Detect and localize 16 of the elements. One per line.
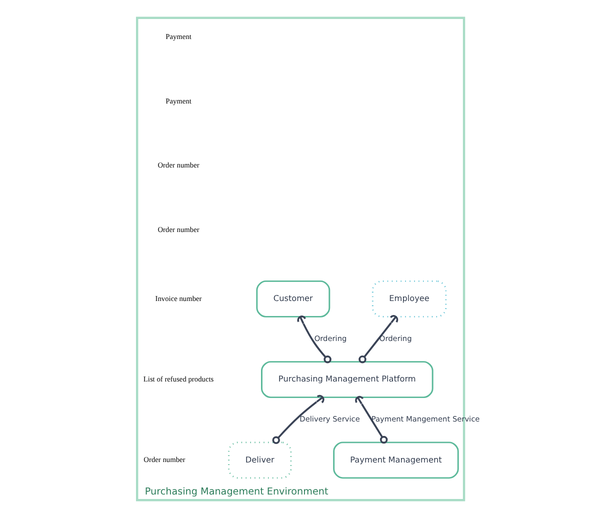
label: Payment	[166, 96, 192, 105]
node-box: Deliver	[228, 441, 292, 478]
edge-label: Ordering	[314, 334, 347, 343]
node-box: Payment Management	[333, 441, 459, 478]
edge-label: Delivery Service	[300, 414, 360, 424]
edge-label: Ordering	[379, 334, 412, 343]
label: Payment	[166, 31, 192, 40]
node-box: Customer	[256, 280, 330, 317]
edge-label: Payment Mangement Service	[371, 414, 480, 424]
label: Order number	[158, 224, 200, 234]
node-box: Purchasing Management Platform	[261, 360, 434, 398]
label: List of refused products	[143, 374, 214, 383]
label: Invoice number	[155, 293, 202, 302]
label: Order number	[144, 454, 186, 464]
label: Order number	[158, 160, 200, 170]
node-box: Employee	[372, 280, 447, 317]
